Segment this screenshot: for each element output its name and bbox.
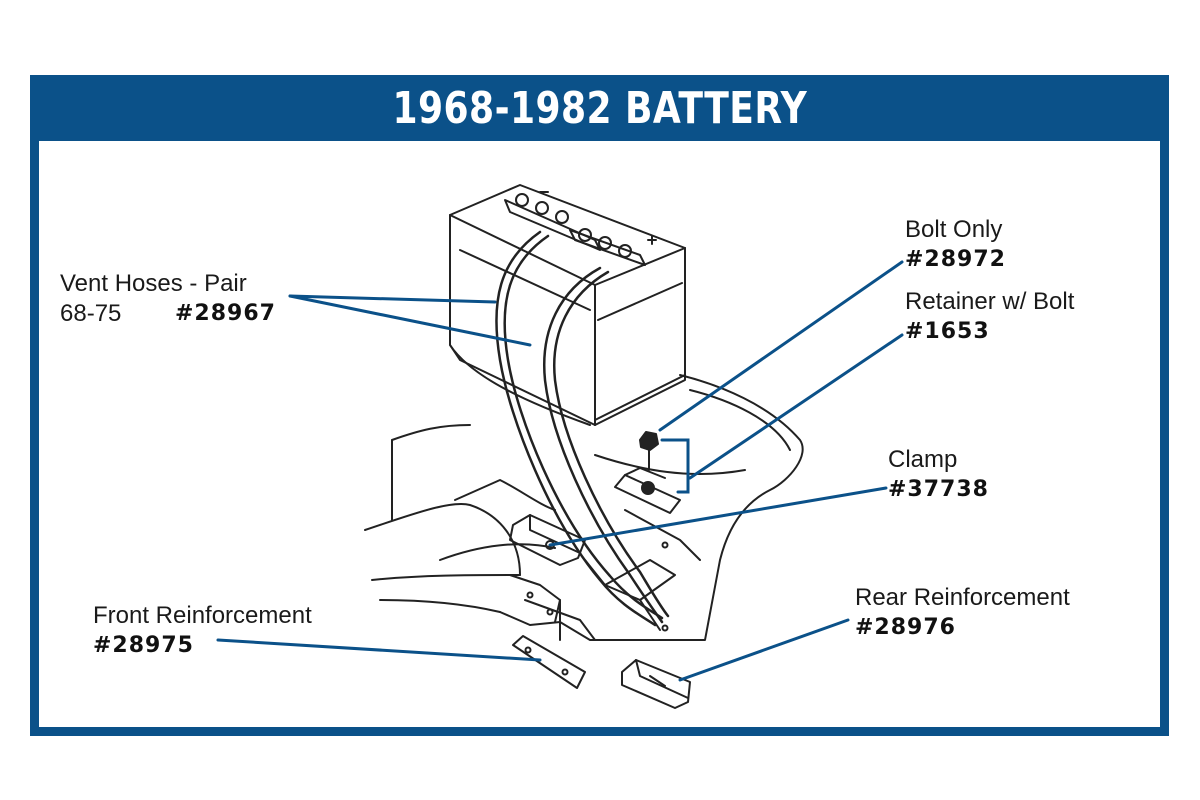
diagram-title: 1968-1982 BATTERY: [392, 82, 807, 134]
bolt: [639, 431, 659, 471]
front-reinforcement-label: Front Reinforcement: [93, 602, 312, 629]
leader-bolt: [658, 260, 904, 432]
retainer-label: Retainer w/ Bolt: [905, 288, 1075, 315]
vent-hoses-years: 68-75: [60, 300, 122, 327]
front-reinforcement-part-number: #28975: [93, 633, 194, 658]
vent-hoses: [495, 230, 670, 627]
leader-vent-hose-upper: [288, 294, 497, 304]
battery-tray: [364, 374, 804, 641]
leader-front-reinforcement: [216, 638, 542, 662]
retainer: [614, 467, 681, 514]
diagram-panel: [39, 141, 1160, 727]
diagram-frame: 1968-1982 BATTERY: [30, 75, 1169, 736]
bolt-only-part-number: #28972: [905, 247, 1006, 272]
battery: [449, 184, 686, 426]
leader-lines: [216, 260, 904, 682]
rear-reinforcement-part-number: #28976: [855, 615, 956, 640]
rear-reinforcement-label: Rear Reinforcement: [855, 584, 1070, 611]
front-reinforcement-part: [512, 635, 586, 689]
leader-vent-hose-lower: [288, 294, 532, 347]
clamp-part-number: #37738: [888, 477, 989, 502]
leader-rear-reinforcement: [678, 618, 850, 682]
vent-hoses-part-number: #28967: [175, 301, 276, 326]
retainer-bracket: [660, 438, 690, 494]
bolt-only-label: Bolt Only: [905, 216, 1003, 243]
rear-reinforcement-part: [621, 659, 691, 709]
vent-hoses-label: Vent Hoses - Pair: [60, 270, 247, 297]
retainer-part-number: #1653: [905, 319, 990, 344]
title-bar: 1968-1982 BATTERY: [30, 75, 1169, 141]
clamp-label: Clamp: [888, 446, 958, 473]
leader-retainer: [688, 333, 904, 480]
leader-clamp: [548, 486, 888, 547]
